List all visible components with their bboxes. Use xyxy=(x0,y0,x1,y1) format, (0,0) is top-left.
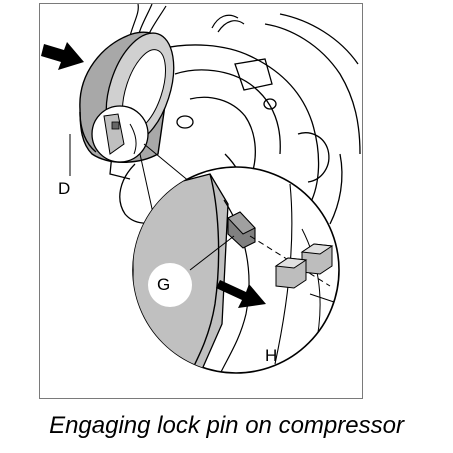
compressor-diagram xyxy=(41,4,361,374)
leader-line-g xyxy=(189,235,235,271)
detail-circle-small xyxy=(91,105,149,163)
lock-pin xyxy=(227,211,256,249)
lock-blocks xyxy=(274,243,334,289)
figure-caption: Engaging lock pin on compressor xyxy=(49,412,404,439)
pin-axis-dashed xyxy=(249,235,331,287)
figure-frame: D G H xyxy=(39,3,363,399)
callout-d: D xyxy=(58,179,71,198)
callout-g: G xyxy=(157,275,171,294)
callout-h: H xyxy=(265,346,278,365)
label-g-badge xyxy=(148,263,192,307)
push-arrow xyxy=(41,42,84,70)
direction-arrow xyxy=(216,280,266,308)
